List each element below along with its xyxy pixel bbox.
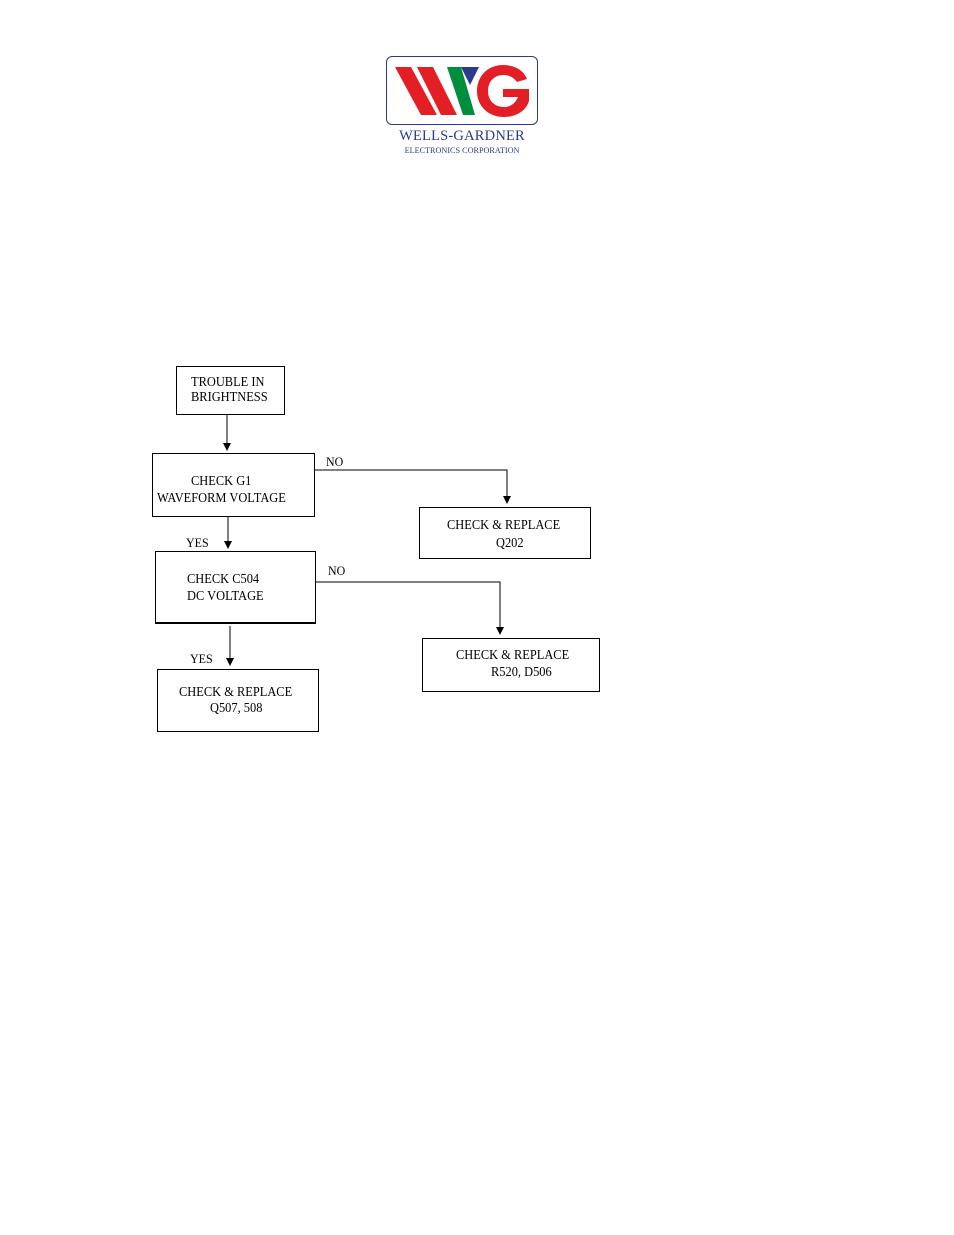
- node-replace-r520-line2: R520, D506: [491, 664, 552, 680]
- node-replace-q507-line1: CHECK & REPLACE: [179, 684, 292, 700]
- arrow-c504-no: [315, 582, 500, 634]
- edge-label-g1-no: NO: [326, 455, 343, 469]
- arrow-g1-no: [314, 470, 507, 503]
- node-check-c504-line2: DC VOLTAGE: [187, 588, 264, 604]
- node-check-g1-line2: WAVEFORM VOLTAGE: [157, 490, 286, 506]
- edge-label-g1-yes: YES: [186, 536, 209, 550]
- node-replace-q507-line2: Q507, 508: [210, 700, 262, 716]
- node-check-g1-line1: CHECK G1: [191, 473, 251, 489]
- node-trouble-line2: BRIGHTNESS: [191, 389, 268, 405]
- edge-label-c504-no: NO: [328, 564, 345, 578]
- edge-label-c504-yes: YES: [190, 652, 213, 666]
- node-trouble-line1: TROUBLE IN: [191, 374, 264, 390]
- node-replace-q202-line2: Q202: [496, 535, 524, 551]
- node-check-c504-line1: CHECK C504: [187, 571, 259, 587]
- node-replace-q202-line1: CHECK & REPLACE: [447, 517, 560, 533]
- node-replace-q202: [419, 507, 591, 559]
- node-replace-r520-line1: CHECK & REPLACE: [456, 647, 569, 663]
